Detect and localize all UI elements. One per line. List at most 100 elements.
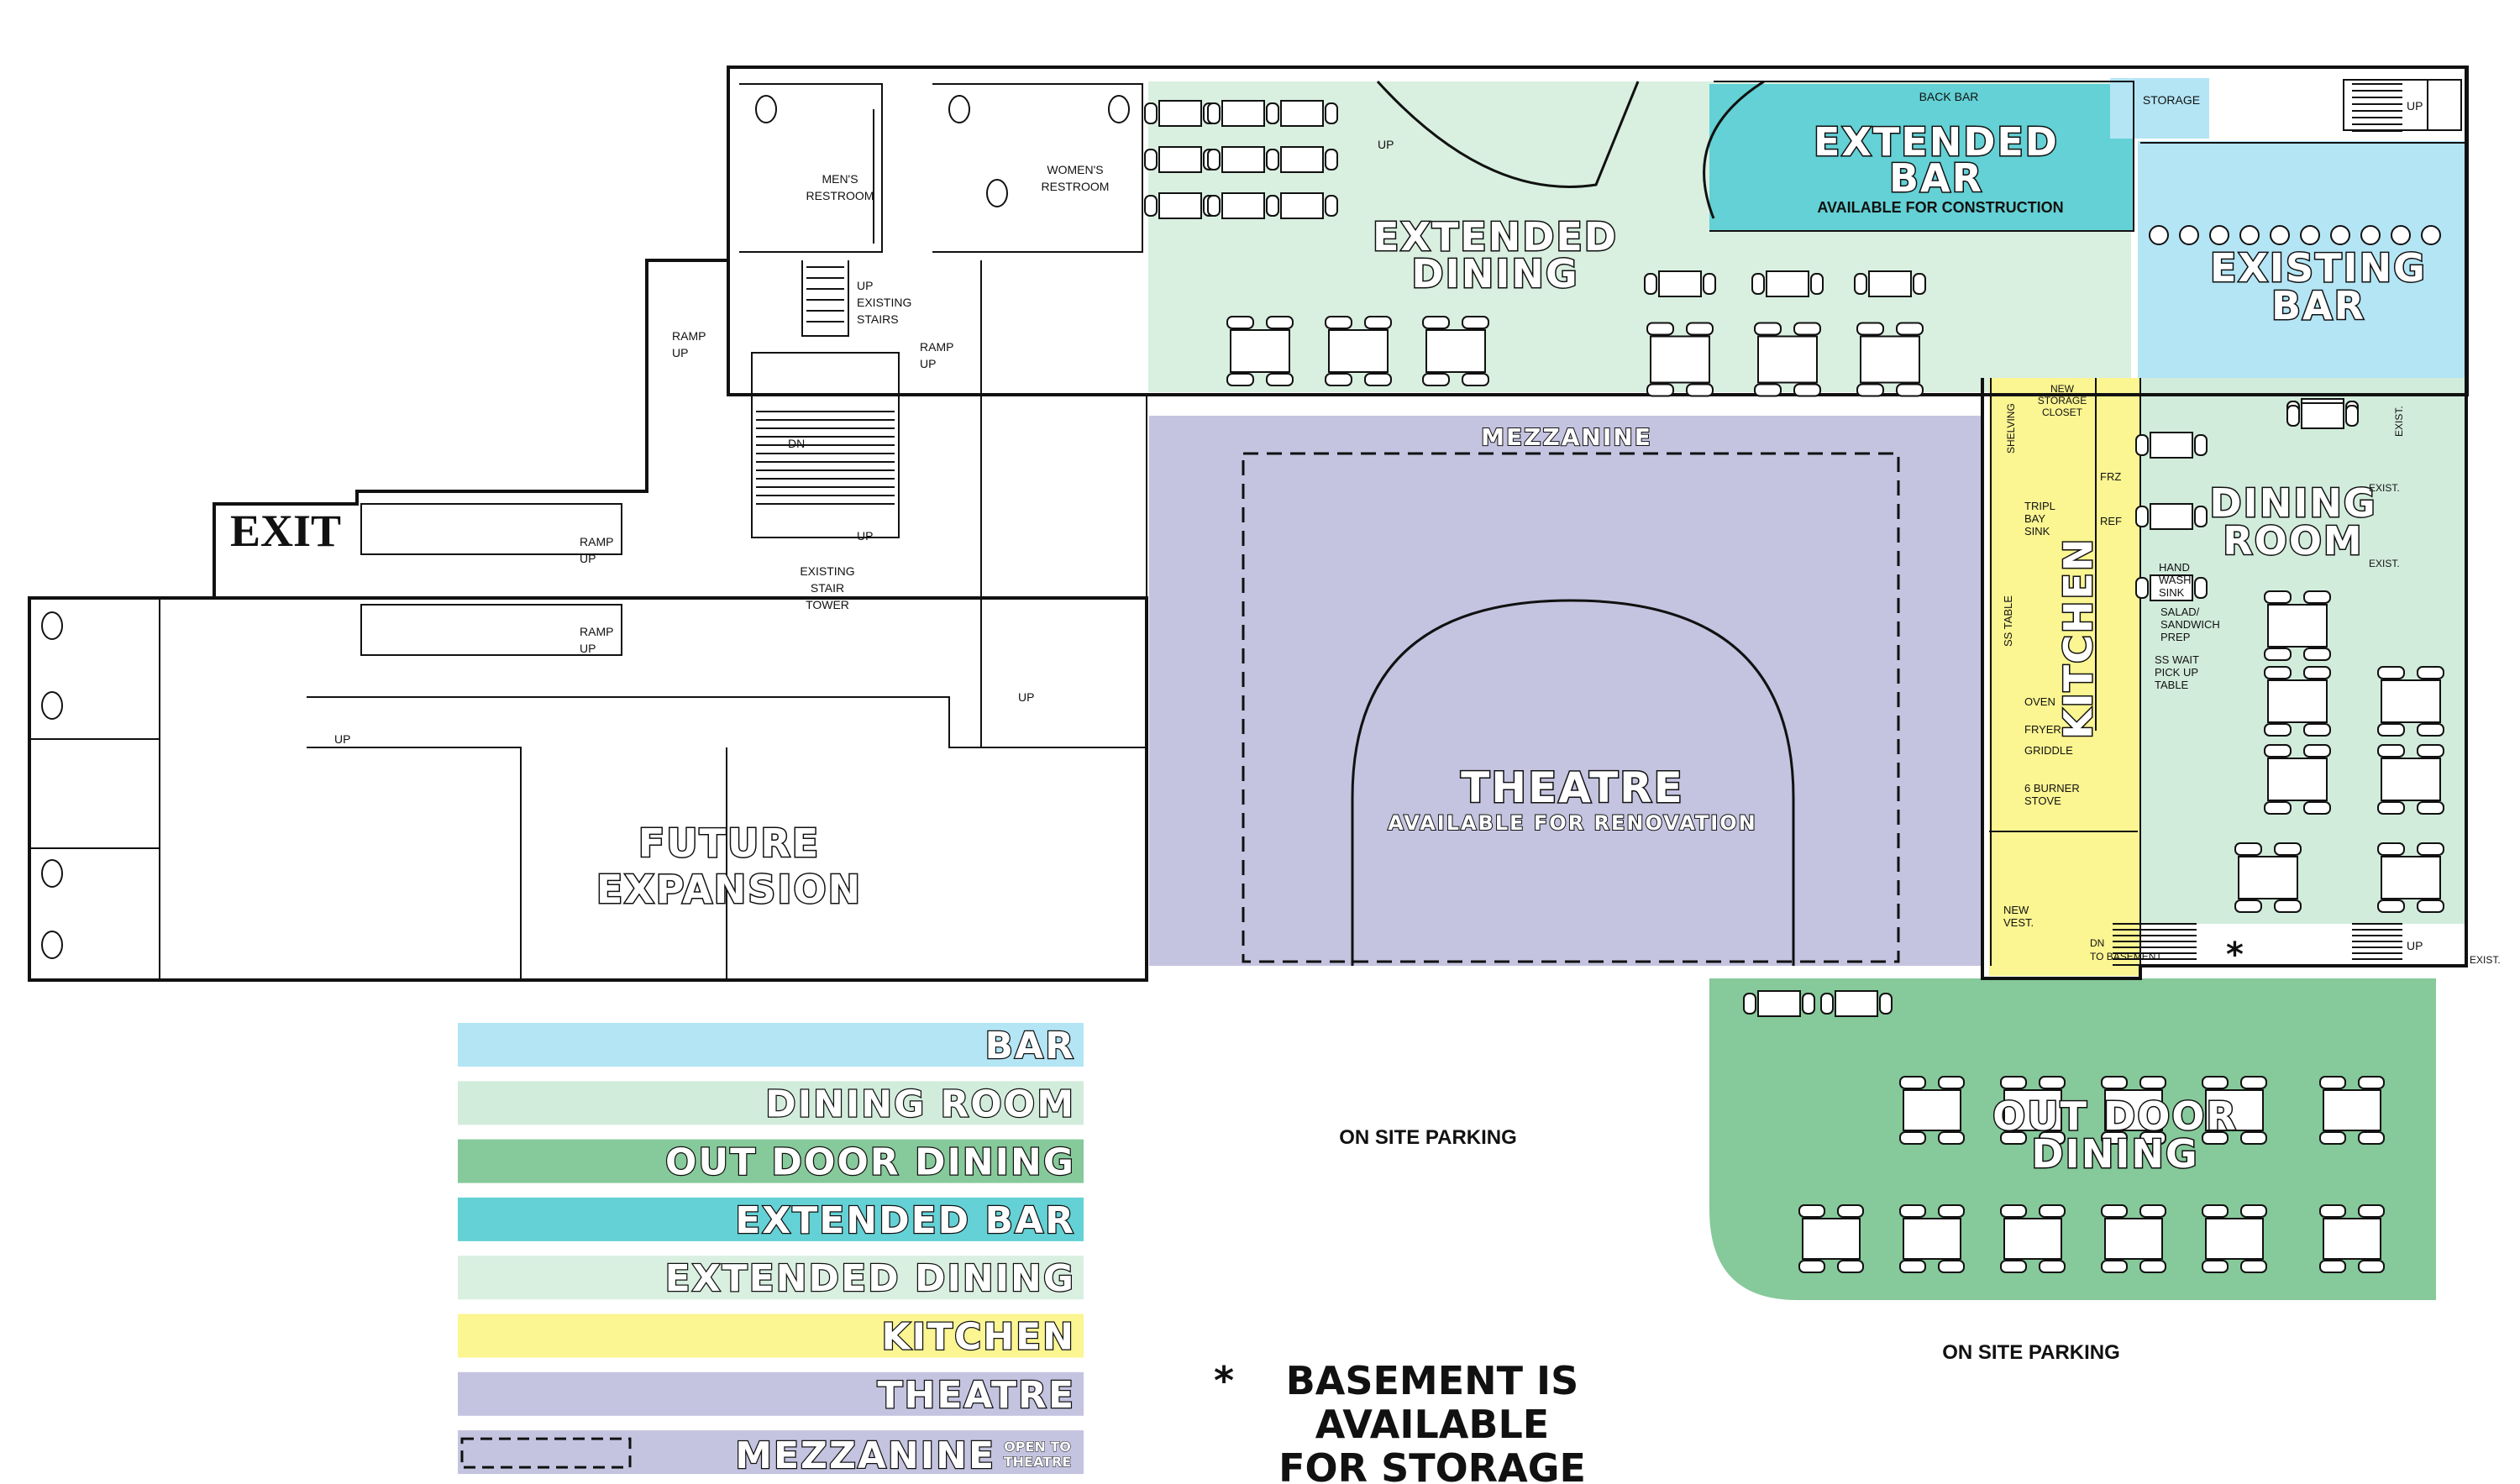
table-set [2202,1076,2267,1145]
parking-label: ON SITE PARKING [1942,1341,2120,1364]
legend-swatch [458,1023,1084,1067]
legend-label: OUT DOOR DINING [665,1141,1075,1184]
basement-stair-label: TO BASEMENT [2090,951,2162,962]
stove-label: STOVE [2024,794,2061,807]
legend-label: DINING ROOM [765,1083,1075,1125]
table-set [2135,574,2208,601]
refrigerator-label: REF [2100,515,2122,527]
table-set [2377,744,2444,815]
bar-stool [2360,225,2381,245]
legend-swatch [458,1139,1084,1183]
ramp-up-label: RAMP [920,340,953,354]
storage-closet-label: CLOSET [2042,406,2083,418]
existing-stairs-label: EXISTING [857,296,911,309]
parking-label: ON SITE PARKING [1339,1126,1517,1149]
toilet-icon [41,931,63,959]
existing-bar-label: BAR [2271,283,2365,328]
table-set [1754,322,1821,397]
table-set [1266,192,1338,219]
table-set [2377,842,2444,913]
exist-label: EXIST. [2470,954,2501,966]
extended-bar-note: AVAILABLE FOR CONSTRUCTION [1817,199,2063,216]
legend-sublabel: OPEN TO [1004,1439,1071,1455]
legend-item: DINING ROOM [458,1081,1084,1127]
table-set [2000,1204,2066,1273]
storage-closet-label: STORAGE [2038,395,2087,406]
basement-note-line: BASEMENT IS [1286,1358,1579,1403]
table-set [1325,316,1392,386]
table-set [2135,503,2208,530]
table-set [1820,990,1893,1017]
basement-note-asterisk: * [1214,1358,1234,1403]
legend-item: BAR [458,1023,1084,1068]
back-bar-label: BACK BAR [1919,90,1979,103]
bar-stool [2421,225,2441,245]
bar-stool [2239,225,2260,245]
vestibule-label: NEW [2003,904,2029,916]
toilet-icon [755,95,777,123]
exit-sign: EXIT [230,506,341,556]
stair-tower-label: EXISTING [800,564,854,578]
dining-room-zone [2140,378,2466,924]
table-set [1144,146,1216,173]
ramp-up-label: RAMP [672,329,706,343]
bar-stool [2300,225,2320,245]
legend-label: KITCHEN [882,1316,1075,1359]
future-expansion-label: FUTURE [638,821,820,866]
toilet-icon [986,179,1008,207]
table-set [1422,316,1489,386]
table-set [2377,666,2444,737]
hand-wash-label: HAND [2159,561,2190,574]
triple-sink-label: BAY [2024,512,2045,525]
mezzanine-outline [1242,452,1900,963]
wait-table-label: SS WAIT [2155,653,2199,666]
hand-wash-label: SINK [2159,586,2185,599]
table-set [2234,842,2302,913]
table-set [1266,100,1338,127]
exist-label: EXIST. [2369,558,2400,569]
stove-label: 6 BURNER [2024,782,2080,794]
table-set [2000,1076,2066,1145]
up-label: UP [2407,99,2423,113]
table-set [2101,1204,2166,1273]
table-set [2264,590,2331,661]
up-label: UP [1378,138,1394,151]
salad-prep-label: PREP [2160,631,2190,643]
existing-bar-label: EXISTING [2210,245,2427,291]
legend-label: THEATRE [878,1374,1075,1417]
basement-stair-label: DN [2090,937,2104,949]
curved-bar [1703,80,1765,219]
ss-table-label: SS TABLE [2002,595,2014,647]
hand-wash-label: WASH [2159,574,2192,586]
table-set [1899,1076,1965,1145]
legend-item: OUT DOOR DINING [458,1139,1084,1185]
up-label: UP [2407,939,2423,952]
exist-label: EXIST. [2369,482,2400,494]
table-set [1899,1204,1965,1273]
basement-note-line: AVAILABLE [1315,1402,1549,1447]
up-label: UP [334,732,350,746]
furniture [41,95,2444,1273]
legend-label: MEZZANINE [735,1434,995,1477]
storage-label: STORAGE [2143,93,2200,107]
table-set [2319,1076,2385,1145]
extended-bar-label: BAR [1889,155,1983,201]
table-set [1798,1204,1864,1273]
ramp-up-label: UP [580,552,596,565]
ramp-up-label: UP [580,642,596,655]
table-set [2286,402,2359,429]
stair-tower-label: STAIR [811,581,844,595]
legend-label: EXTENDED BAR [735,1199,1075,1242]
basement-asterisk: * [2226,936,2244,974]
legend-item: EXTENDED BAR [458,1197,1084,1243]
mezzanine-label: MEZZANINE [1481,423,1652,451]
legend-item: EXTENDED DINING [458,1256,1084,1301]
table-set [1144,100,1216,127]
toilet-icon [1108,95,1130,123]
ramp-up-label: RAMP [580,535,613,548]
legend-label: BAR [985,1025,1075,1067]
extended-bar-zone [1709,84,2134,231]
extended-dining-label: DINING [1411,251,1578,296]
